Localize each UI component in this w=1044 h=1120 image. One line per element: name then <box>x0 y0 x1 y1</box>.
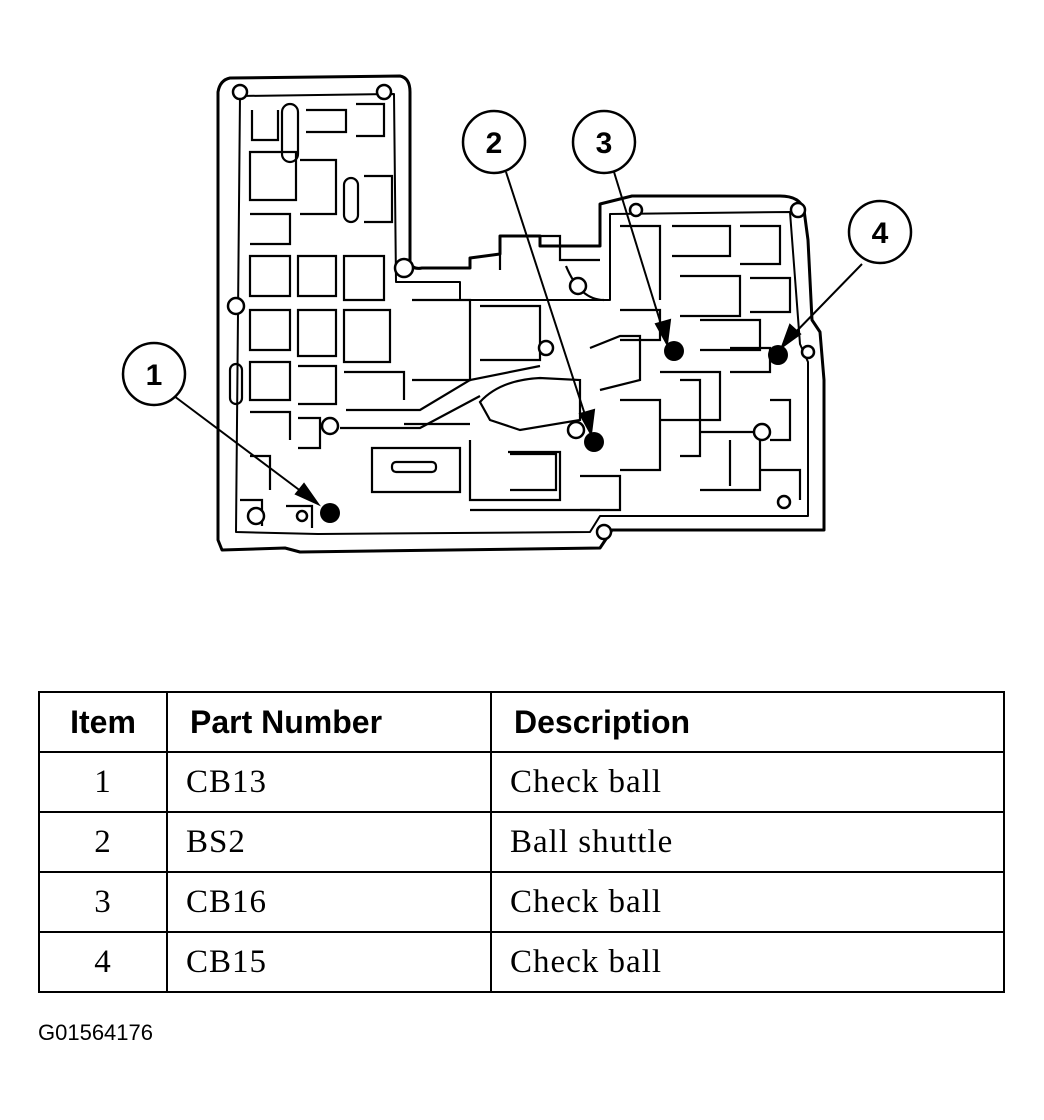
row-item: 1 <box>38 751 168 813</box>
internal-passages-right <box>370 224 802 512</box>
valve-body-diagram: 1 2 3 4 <box>121 74 913 554</box>
table-row: 2 BS2 Ball shuttle <box>38 811 1005 873</box>
row-description: Check ball <box>490 931 1005 993</box>
check-ball-cb16-dot <box>664 341 684 361</box>
table-header-row: Item Part Number Description <box>38 691 1005 753</box>
check-ball-cb13-dot <box>320 503 340 523</box>
header-part-number: Part Number <box>166 691 492 753</box>
row-part-number: BS2 <box>166 811 492 873</box>
table-row: 4 CB15 Check ball <box>38 931 1005 993</box>
callout-2-number: 2 <box>486 127 503 160</box>
callout-3: 3 <box>571 109 637 175</box>
row-item: 4 <box>38 931 168 993</box>
ball-shuttle-bs2-dot <box>584 432 604 452</box>
internal-passages <box>228 102 542 528</box>
callout-4-number: 4 <box>872 217 889 250</box>
check-balls <box>320 341 788 523</box>
row-item: 2 <box>38 811 168 873</box>
check-ball-cb15-dot <box>768 345 788 365</box>
row-part-number: CB15 <box>166 931 492 993</box>
leader-lines <box>173 171 863 507</box>
parts-table: Item Part Number Description 1 CB13 Chec… <box>38 691 1005 993</box>
table-row: 3 CB16 Check ball <box>38 871 1005 933</box>
header-description: Description <box>490 691 1005 753</box>
callout-2: 2 <box>461 109 527 175</box>
bolt-holes <box>226 83 816 541</box>
row-part-number: CB16 <box>166 871 492 933</box>
row-item: 3 <box>38 871 168 933</box>
callout-1: 1 <box>121 341 187 407</box>
row-description: Ball shuttle <box>490 811 1005 873</box>
row-description: Check ball <box>490 871 1005 933</box>
table-row: 1 CB13 Check ball <box>38 751 1005 813</box>
row-part-number: CB13 <box>166 751 492 813</box>
figure-id: G01564176 <box>38 1020 153 1045</box>
valve-body <box>216 74 826 554</box>
callout-1-number: 1 <box>146 359 163 392</box>
callout-3-number: 3 <box>596 127 613 160</box>
header-item: Item <box>38 691 168 753</box>
row-description: Check ball <box>490 751 1005 813</box>
callout-4: 4 <box>847 199 913 265</box>
